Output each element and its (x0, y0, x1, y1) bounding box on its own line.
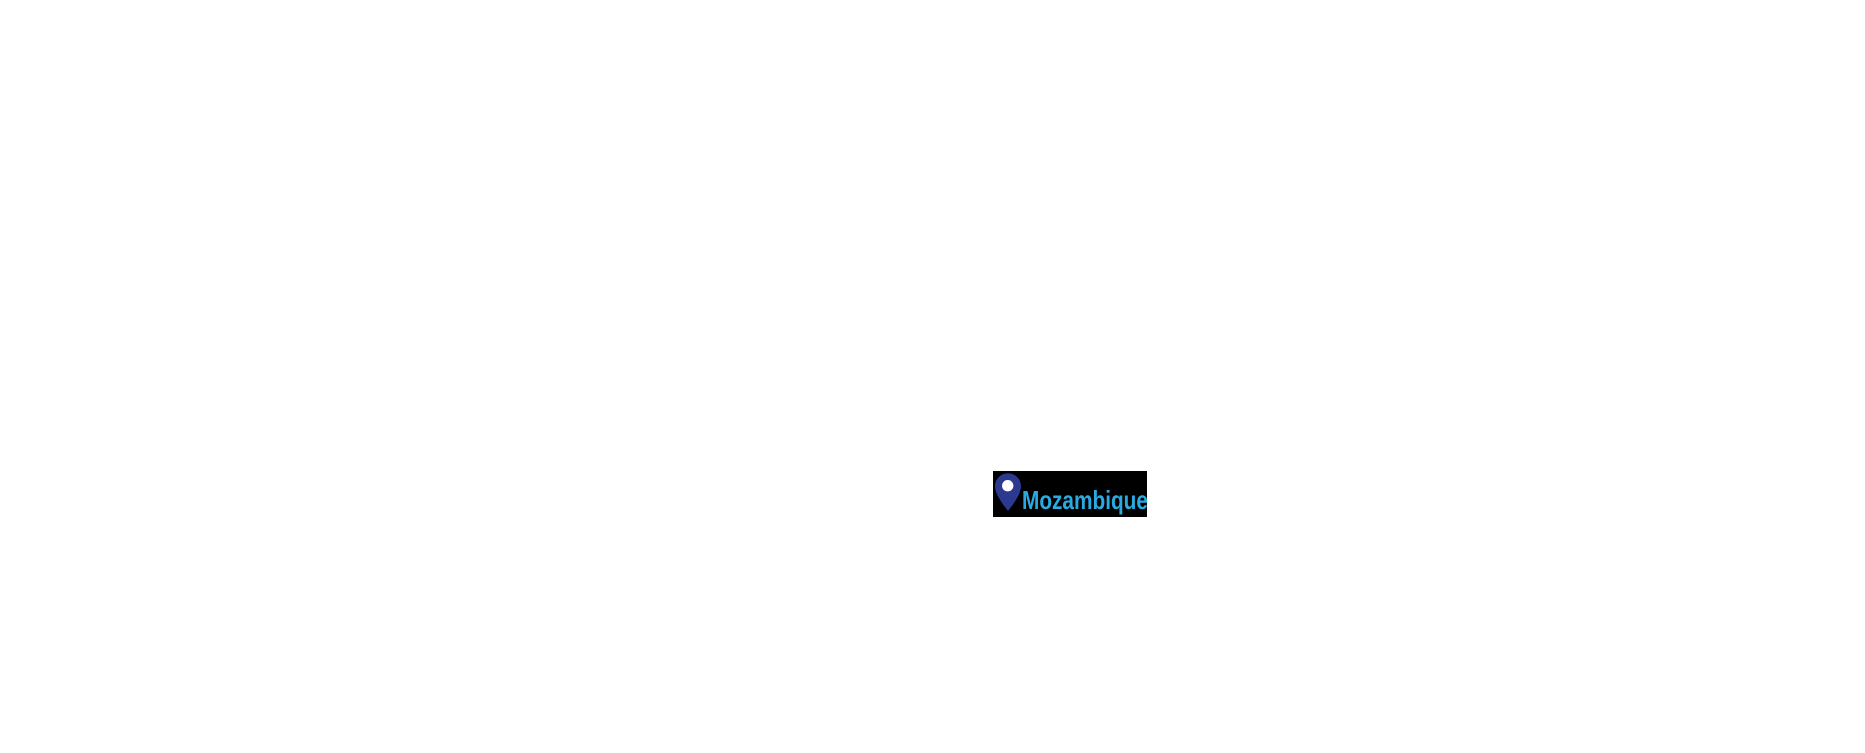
mozambique-logo[interactable]: Mozambique (993, 471, 1148, 517)
logo-text: Mozambique (1022, 485, 1148, 515)
pin-hole (1002, 480, 1014, 492)
location-pin-icon (995, 473, 1021, 511)
pin-shape (995, 473, 1021, 511)
